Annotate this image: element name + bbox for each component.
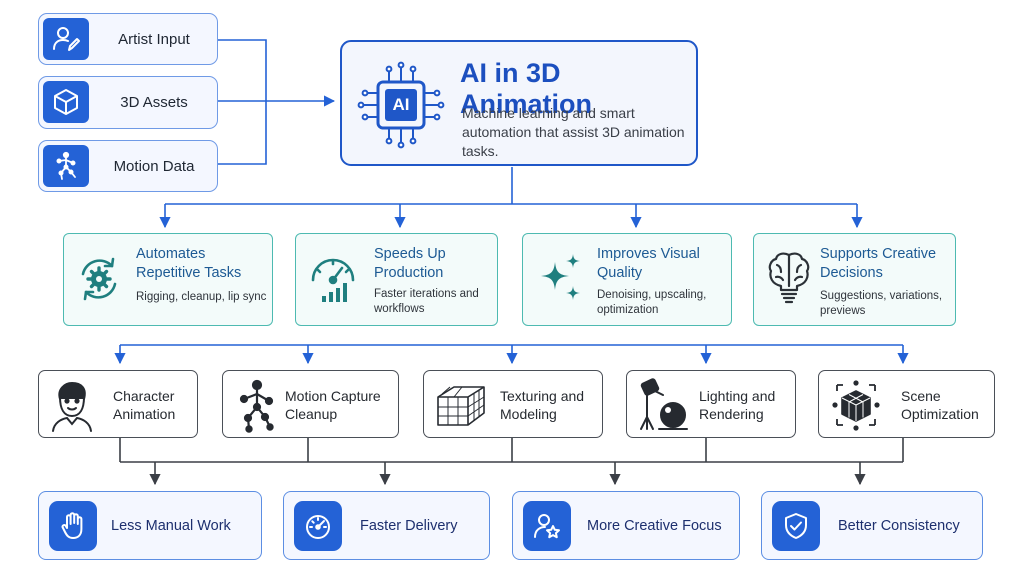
benefit-subtitle: Faster iterations and workflows bbox=[374, 288, 479, 315]
benefit-card-supports: Supports Creative Decisions Suggestions,… bbox=[753, 233, 956, 326]
shield-check-icon bbox=[772, 501, 820, 551]
application-card-character: Character Animation bbox=[38, 370, 198, 438]
gauge-icon bbox=[294, 501, 342, 551]
input-label: Artist Input bbox=[118, 30, 190, 48]
motion-figure-icon bbox=[43, 145, 89, 187]
ai-chip-icon: AI bbox=[356, 60, 446, 150]
ai-chip-text: AI bbox=[392, 95, 410, 114]
input-label: Motion Data bbox=[113, 157, 195, 175]
outcome-card-consistency: Better Consistency bbox=[761, 491, 983, 560]
benefit-title: Improves Visual Quality bbox=[597, 246, 700, 281]
ai-title: AI in 3D Animation bbox=[460, 58, 592, 119]
outcome-label: Less Manual Work bbox=[111, 517, 231, 534]
gear-cycle-icon bbox=[74, 254, 124, 309]
outcome-label: More Creative Focus bbox=[587, 517, 722, 534]
application-label: Lighting and Rendering bbox=[699, 388, 776, 422]
benefit-card-speeds-up: Speeds Up Production Faster iterations a… bbox=[295, 233, 498, 326]
application-card-mocap: Motion Capture Cleanup bbox=[222, 370, 399, 438]
application-label: Texturing and Modeling bbox=[500, 388, 585, 422]
input-card-artist: Artist Input bbox=[38, 13, 218, 65]
sparkle-icon bbox=[535, 252, 585, 309]
application-card-texturing: Texturing and Modeling bbox=[423, 370, 603, 438]
application-label: Motion Capture Cleanup bbox=[285, 388, 381, 422]
application-card-scene: Scene Optimization bbox=[818, 370, 995, 438]
benefit-subtitle: Denoising, upscaling, optimization bbox=[597, 289, 707, 316]
application-card-lighting: Lighting and Rendering bbox=[626, 370, 796, 438]
character-face-icon bbox=[47, 379, 97, 438]
optimized-cube-icon bbox=[831, 379, 881, 436]
benefit-title: Supports Creative Decisions bbox=[820, 246, 937, 281]
outcome-label: Faster Delivery bbox=[360, 517, 458, 534]
benefit-subtitle: Rigging, cleanup, lip sync bbox=[136, 291, 267, 303]
spotlight-sphere-icon bbox=[637, 377, 691, 440]
mocap-figure-icon bbox=[233, 379, 281, 438]
application-label: Scene Optimization bbox=[901, 388, 979, 422]
person-edit-icon bbox=[43, 18, 89, 60]
input-card-3d-assets: 3D Assets bbox=[38, 76, 218, 129]
outcome-label: Better Consistency bbox=[838, 517, 960, 534]
benefit-card-automates: Automates Repetitive Tasks Rigging, clea… bbox=[63, 233, 273, 326]
benefit-title: Automates Repetitive Tasks bbox=[136, 246, 242, 281]
benefit-title: Speeds Up Production bbox=[374, 246, 446, 281]
input-label: 3D Assets bbox=[120, 94, 188, 111]
outcome-card-less-manual: Less Manual Work bbox=[38, 491, 262, 560]
ai-center-box: AI AI in 3D Animation Machine learning a… bbox=[340, 40, 698, 166]
application-label: Character Animation bbox=[113, 388, 176, 422]
brain-bulb-icon bbox=[764, 248, 814, 309]
cube-icon bbox=[43, 81, 89, 123]
input-connector-bracket bbox=[218, 39, 267, 165]
user-star-icon bbox=[523, 501, 571, 551]
hand-icon bbox=[49, 501, 97, 551]
outcome-card-faster: Faster Delivery bbox=[283, 491, 490, 560]
ai-description: Machine learning and smart automation th… bbox=[462, 105, 685, 159]
speedometer-chart-icon bbox=[308, 252, 358, 309]
benefit-subtitle: Suggestions, variations, previews bbox=[820, 290, 943, 317]
outcome-card-creative-focus: More Creative Focus bbox=[512, 491, 740, 560]
wireframe-cube-icon bbox=[434, 381, 488, 434]
input-card-motion-data: Motion Data bbox=[38, 140, 218, 192]
benefit-card-improves: Improves Visual Quality Denoising, upsca… bbox=[522, 233, 732, 326]
